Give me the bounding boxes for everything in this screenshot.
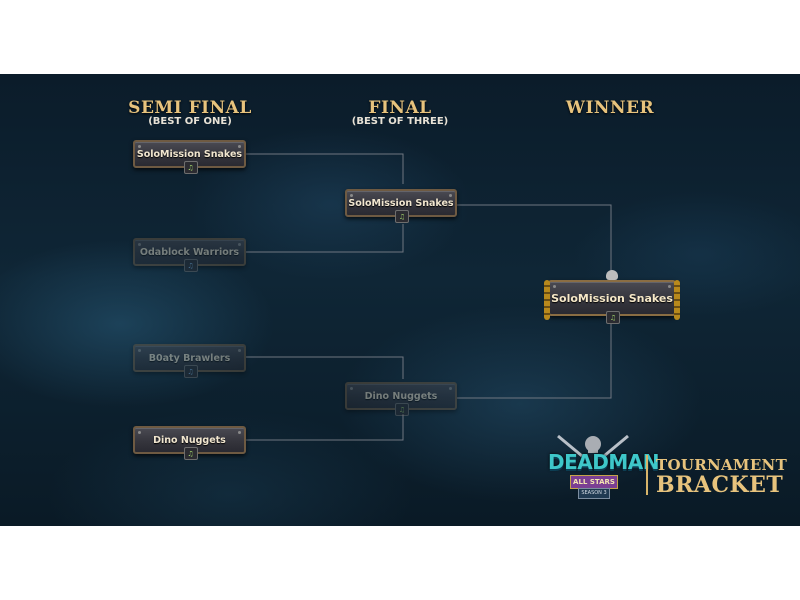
header-final-subtitle: (BEST OF THREE) [351, 116, 449, 127]
connector-final2-winner [457, 324, 612, 399]
header-final: FINAL (BEST OF THREE) [335, 98, 465, 127]
bracket-stage: SEMI FINAL (BEST OF ONE) FINAL (BEST OF … [0, 74, 800, 526]
deadman-logo: DEADMAN ALL STARS SEASON 3 [548, 432, 659, 517]
connector-semi3-final2 [246, 356, 404, 379]
connector-final1-winner [457, 204, 612, 276]
crossed-swords-icon [557, 434, 629, 458]
team-crest-icon: ♫ [183, 447, 198, 460]
chain-icon [674, 280, 680, 320]
team-name: Dino Nuggets [364, 390, 438, 402]
semi-team-3: B0aty Brawlers ♫ [133, 344, 246, 378]
header-semi-final-subtitle: (BEST OF ONE) [148, 116, 232, 127]
team-name: SoloMission Snakes [348, 197, 454, 209]
connector-semi1-final1 [246, 153, 404, 184]
team-name: SoloMission Snakes [551, 291, 673, 305]
tournament-bracket-title: TOURNAMENT BRACKET [656, 456, 787, 498]
team-crest-icon: ♫ [395, 403, 409, 416]
team-name: Dino Nuggets [153, 434, 226, 446]
brand-divider [646, 455, 648, 495]
team-crest-icon: ♫ [183, 365, 198, 378]
team-crest-icon: ♫ [395, 210, 409, 223]
semi-team-1: SoloMission Snakes ♫ [133, 140, 246, 174]
header-semi-final-title: SEMI FINAL [128, 98, 252, 118]
brand-line-1: TOURNAMENT [656, 456, 788, 474]
final-team-2: Dino Nuggets ♫ [345, 382, 457, 416]
team-name: B0aty Brawlers [148, 352, 231, 364]
bracket-connectors [246, 153, 612, 441]
header-winner-title: WINNER [565, 98, 655, 118]
chain-icon [544, 280, 550, 320]
winner-team: SoloMission Snakes ♫ [544, 270, 680, 324]
connector-semi2-final1 [246, 224, 404, 253]
header-semi-final: SEMI FINAL (BEST OF ONE) [120, 98, 260, 127]
skull-icon [606, 270, 618, 280]
team-name: Odablock Warriors [139, 246, 240, 258]
brand-line-2: BRACKET [656, 472, 784, 498]
final-team-1: SoloMission Snakes ♫ [345, 189, 457, 223]
header-final-title: FINAL [368, 98, 432, 118]
connector-semi4-final2 [246, 414, 404, 441]
team-crest-icon: ♫ [183, 259, 198, 272]
logo-all-stars: ALL STARS [570, 475, 618, 489]
header-winner: WINNER [555, 98, 665, 118]
logo-title: DEADMAN [548, 450, 659, 474]
team-crest-icon: ♫ [606, 311, 620, 324]
team-crest-icon: ♫ [183, 161, 198, 174]
logo-season: SEASON 3 [578, 488, 610, 499]
team-name: SoloMission Snakes [136, 148, 243, 160]
semi-team-4: Dino Nuggets ♫ [133, 426, 246, 460]
semi-team-2: Odablock Warriors ♫ [133, 238, 246, 272]
